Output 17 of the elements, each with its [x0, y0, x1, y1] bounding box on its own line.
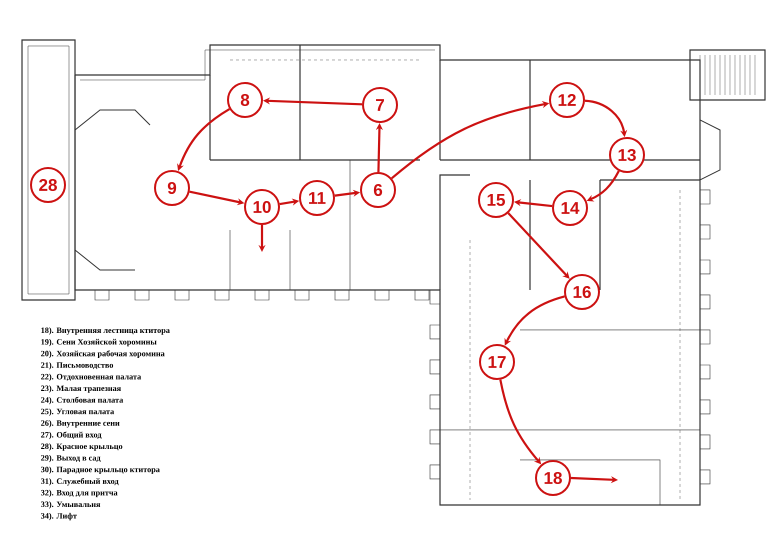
- list-item: 31). Служебный вход: [41, 478, 119, 486]
- list-item: 25). Угловая палата: [41, 408, 114, 416]
- list-item: 27). Общий вход: [41, 432, 102, 440]
- list-item: 22). Отдохновенная палата: [41, 374, 142, 382]
- list-item: 32). Вход для притча: [41, 490, 118, 498]
- list-item: 30). Парадное крыльцо ктитора: [41, 466, 160, 474]
- list-item: 20). Хозяйская рабочая хоромина: [41, 350, 165, 358]
- list-item: 23). Малая трапезная: [41, 385, 121, 393]
- list-item: 19). Сени Хозяйской хоромины: [41, 338, 157, 346]
- list-item: 21). Письмоводство: [41, 362, 114, 370]
- list-item: 33). Умывальня: [41, 501, 100, 509]
- list-item: 26). Внутренние сени: [41, 420, 120, 428]
- list-item: 29). Выход в сад: [41, 454, 101, 462]
- list-item: 18). Внутренняя лестница ктитора: [41, 327, 170, 335]
- list-item: 24). Столбовая палата: [41, 396, 124, 404]
- list-item: 28). Красное крыльцо: [41, 443, 122, 451]
- list-item: 34). Лифт: [41, 512, 77, 520]
